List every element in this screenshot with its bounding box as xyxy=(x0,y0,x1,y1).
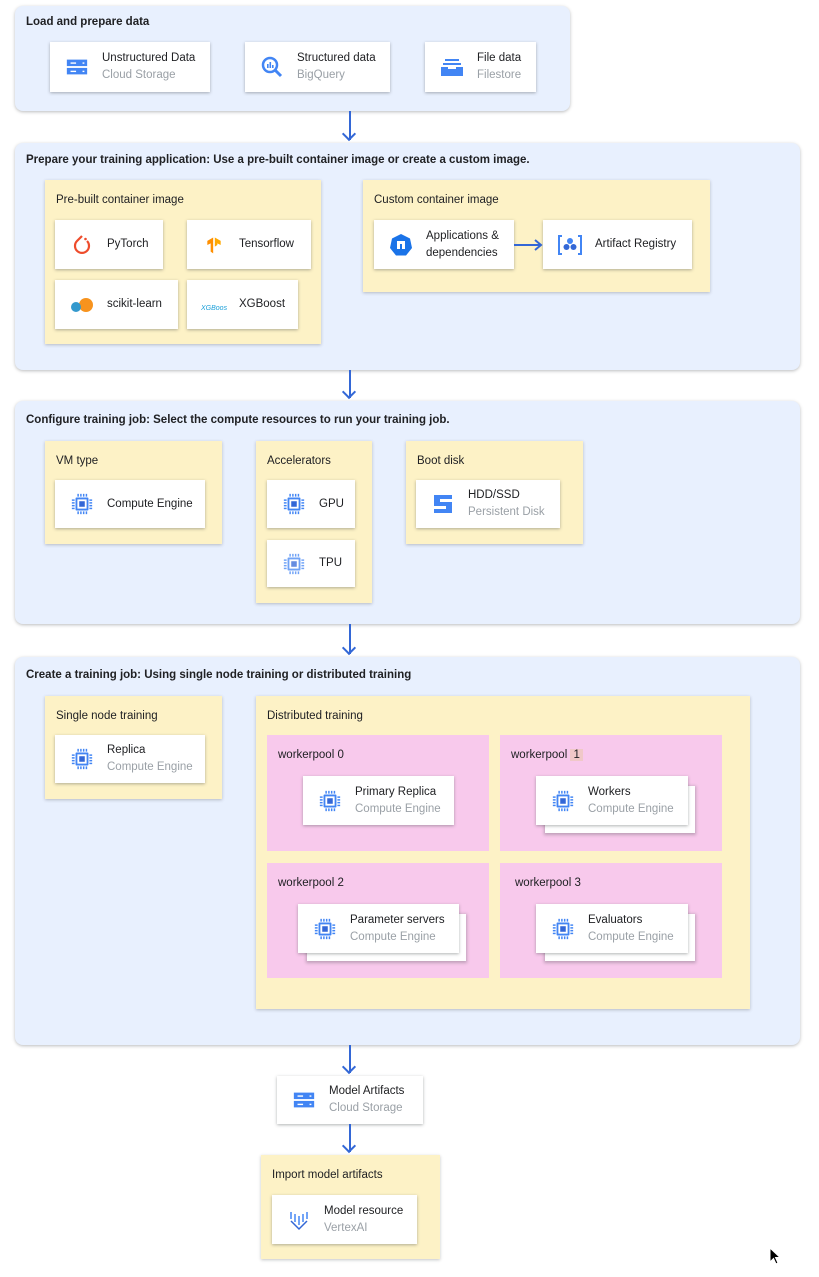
workerpool-label: workerpool xyxy=(511,749,568,761)
card-subtitle: Cloud Storage xyxy=(102,69,176,81)
storage-icon xyxy=(64,54,90,80)
flow-arrow xyxy=(514,239,543,251)
filestore-icon xyxy=(439,54,465,80)
card-subtitle: VertexAI xyxy=(324,1221,368,1234)
tensorflow-icon xyxy=(201,232,227,258)
compute-engine-icon xyxy=(550,788,576,814)
compute-engine-icon xyxy=(317,788,343,814)
section-title: Create a training job: Using single node… xyxy=(26,669,412,681)
workerpool-title: workerpool 2 xyxy=(278,877,344,889)
artifact-registry-icon xyxy=(557,232,583,258)
xgboost-icon: XGBoost xyxy=(201,292,227,318)
card-title: Evaluators xyxy=(588,913,643,926)
card-scikit-learn: scikit-learn xyxy=(55,280,178,329)
card-xgboost: XGBoost XGBoost xyxy=(187,280,298,329)
group-title: Import model artifacts xyxy=(272,1169,383,1181)
card-title: File data xyxy=(477,52,522,64)
compute-engine-icon xyxy=(69,746,95,772)
flow-arrow xyxy=(349,1045,351,1073)
card-title: Primary Replica xyxy=(355,785,437,798)
pytorch-icon xyxy=(69,232,95,258)
gpu-icon xyxy=(281,491,307,517)
card-subtitle: Compute Engine xyxy=(588,802,674,815)
card-subtitle: Compute Engine xyxy=(355,802,441,815)
card-title: Unstructured Data xyxy=(102,52,196,64)
card-subtitle: Compute Engine xyxy=(588,930,674,943)
workerpool-title: workerpool 3 xyxy=(515,877,581,889)
flow-arrow xyxy=(349,111,351,140)
card-title: PyTorch xyxy=(107,238,149,250)
card-title: TPU xyxy=(319,557,342,569)
card-applications-dependencies: Applications & dependencies xyxy=(374,220,514,269)
card-subtitle: Persistent Disk xyxy=(468,506,545,518)
kubernetes-icon xyxy=(388,232,414,258)
card-gpu: GPU xyxy=(267,480,355,528)
section-title: Load and prepare data xyxy=(26,16,150,28)
compute-engine-icon xyxy=(69,491,95,517)
tpu-icon xyxy=(281,551,307,577)
card-tensorflow: Tensorflow xyxy=(187,220,311,269)
card-title: Model resource xyxy=(324,1204,404,1217)
svg-text:XGBoost: XGBoost xyxy=(201,305,227,312)
card-subtitle: Cloud Storage xyxy=(329,1102,403,1114)
scikit-learn-icon xyxy=(69,292,95,318)
compute-engine-icon xyxy=(550,916,576,942)
group-title: Single node training xyxy=(56,710,158,722)
flow-arrow xyxy=(349,624,351,654)
card-subtitle: Compute Engine xyxy=(350,930,436,943)
card-persistent-disk: HDD/SSD Persistent Disk xyxy=(416,480,560,528)
section-title: Configure training job: Select the compu… xyxy=(26,414,450,426)
workerpool-number: 1 xyxy=(570,749,583,761)
vertex-ai-icon xyxy=(286,1207,312,1233)
storage-icon xyxy=(291,1087,317,1113)
mouse-cursor-icon xyxy=(769,1247,781,1265)
compute-engine-icon xyxy=(312,916,338,942)
card-title-line2: dependencies xyxy=(426,246,498,259)
card-tpu: TPU xyxy=(267,540,355,587)
card-title: Artifact Registry xyxy=(595,238,677,250)
card-pytorch: PyTorch xyxy=(55,220,163,269)
group-title: Distributed training xyxy=(267,710,363,722)
group-title: VM type xyxy=(56,455,99,467)
card-title: Compute Engine xyxy=(107,497,193,510)
section-title: Prepare your training application: Use a… xyxy=(26,154,530,166)
workerpool-title: workerpool 1 xyxy=(511,749,583,761)
workerpool-title: workerpool 0 xyxy=(278,749,344,761)
card-title: Workers xyxy=(588,785,631,798)
card-title: Structured data xyxy=(297,52,376,64)
card-artifact-registry: Artifact Registry xyxy=(543,220,692,269)
card-subtitle: Compute Engine xyxy=(107,761,193,773)
card-title: Model Artifacts xyxy=(329,1085,405,1097)
bigquery-icon xyxy=(259,54,285,80)
card-compute-engine: Compute Engine xyxy=(55,480,205,528)
card-subtitle: Filestore xyxy=(477,69,522,81)
group-title: Pre-built container image xyxy=(56,194,184,206)
group-title: Accelerators xyxy=(267,455,331,467)
card-title: Replica xyxy=(107,744,146,756)
card-title: Applications & xyxy=(426,229,499,242)
card-title: Parameter servers xyxy=(350,913,445,926)
card-title: HDD/SSD xyxy=(468,489,520,501)
group-title: Custom container image xyxy=(374,194,499,206)
card-title: Tensorflow xyxy=(239,238,294,250)
card-subtitle: BigQuery xyxy=(297,69,345,81)
flow-arrow xyxy=(349,370,351,398)
card-title: scikit-learn xyxy=(107,298,162,310)
card-title: GPU xyxy=(319,497,344,510)
flow-arrow xyxy=(349,1124,351,1152)
persistent-disk-icon xyxy=(430,491,456,517)
card-title: XGBoost xyxy=(239,298,286,310)
group-title: Boot disk xyxy=(417,455,465,467)
